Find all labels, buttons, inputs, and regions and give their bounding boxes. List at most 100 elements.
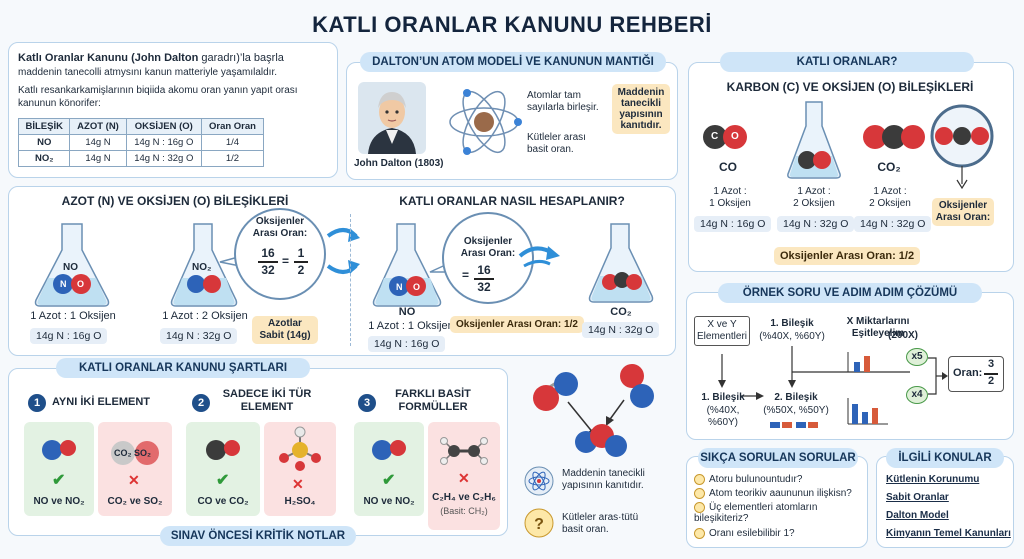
mid-mass: 14g N : 32g O bbox=[777, 216, 855, 232]
co-c-atom: C bbox=[711, 131, 719, 142]
faq-item[interactable]: Atoru bulunountudır? bbox=[694, 474, 802, 485]
ratio-bubble-2 bbox=[429, 212, 534, 304]
ornek-box1: X ve Y Elementleri bbox=[694, 316, 750, 346]
molecule-note2: Kütleler aras·tütü basit oran. bbox=[562, 512, 639, 535]
hesap-result: Oksijenler Arası Oran: 1/2 bbox=[450, 316, 584, 333]
bad-card bbox=[428, 422, 500, 530]
table-row: NO₂ 14g N 14g N : 32g O 1/2 bbox=[17, 150, 265, 167]
faq-item[interactable]: Oranı esilebilibir 1? bbox=[694, 528, 795, 539]
good-example: NO ve NO₂ bbox=[33, 496, 85, 507]
faq-text: Atoru bulunountudır? bbox=[709, 474, 803, 486]
co-o-atom: O bbox=[731, 131, 739, 142]
azot-mass1: 14g N : 16g O bbox=[30, 328, 108, 344]
ornek-step-title: X Miktarlarını Eşitleyelim bbox=[846, 316, 910, 339]
bubble2-eq: = bbox=[462, 268, 470, 282]
x4-badge bbox=[906, 386, 928, 404]
intro-heading: Katlı Oranlar Kanunu (John Dalton garadr… bbox=[18, 52, 284, 64]
table-header: OKSİJEN (O) bbox=[125, 118, 202, 135]
faq-text: Atom teorikiv aaununun ilişkisn? bbox=[709, 488, 852, 500]
bubble1-num2: 1 bbox=[297, 246, 305, 260]
hesap-co2-mass: 14g N : 32g O bbox=[582, 322, 660, 338]
bubble2-title: Oksijenler Arası Oran: bbox=[460, 236, 516, 259]
good-example: NO ve NO₂ bbox=[363, 496, 415, 507]
table-row: NO 14g N 14g N : 16g O 1/4 bbox=[17, 134, 265, 151]
magnifier-co2 bbox=[930, 104, 994, 190]
topic-link[interactable]: Sabit Oranlar bbox=[886, 492, 949, 503]
oran-den: 2 bbox=[987, 375, 995, 387]
bad-mol-label: CO₂ SO₂ bbox=[114, 448, 152, 458]
bubble1-den2: 2 bbox=[297, 263, 305, 277]
no-molecule-icon bbox=[42, 440, 76, 460]
ornek-header: ÖRNEK SORU VE ADIM ADIM ÇÖZÜMÜ bbox=[718, 283, 982, 303]
hesap-ratio: 1 Azot : 1 Oksijen bbox=[368, 320, 454, 332]
topic-link[interactable]: Kütlenin Korunumu bbox=[886, 474, 980, 485]
oran-label: Oran: bbox=[953, 367, 983, 379]
flask-no-hesap bbox=[372, 223, 442, 307]
intro-line3: Katlı resankarkamişlarının biqiida akomu… bbox=[18, 85, 298, 96]
question-icon bbox=[694, 488, 705, 499]
divider bbox=[350, 214, 351, 346]
c2h4-molecule-icon bbox=[440, 437, 488, 465]
topic-link[interactable]: Kimyanın Temel Kanunları bbox=[886, 528, 1011, 539]
condition-title: FARKLI BASİT FORMÜLLER bbox=[395, 388, 471, 413]
dalton-note: Maddenin tanecikli yapısının kanıtıdır. bbox=[612, 84, 670, 134]
co2-ratio: 1 Azot : 2 Oksijen bbox=[869, 186, 911, 209]
co-molecule-icon bbox=[206, 440, 240, 460]
hesap-title: KATLI ORANLAR NASIL HESAPLANIR? bbox=[399, 194, 625, 208]
azot-title: AZOT (N) VE OKSİJEN (O) BİLEŞİKLERİ bbox=[61, 194, 289, 208]
katli-flask bbox=[787, 101, 841, 179]
h2so4-molecule-icon bbox=[279, 426, 321, 471]
question-icon: ? bbox=[524, 508, 554, 538]
co2-label: CO₂ bbox=[877, 160, 901, 174]
x5-badge bbox=[906, 348, 928, 366]
sartlar-footer: SINAV ÖNCESİ KRİTİK NOTLAR bbox=[160, 526, 356, 546]
intro-line2: maddenin tanecolli atmysını kanun matter… bbox=[18, 67, 278, 78]
condition-title: AYNI İKİ ELEMENT bbox=[52, 396, 150, 408]
topic-link[interactable]: Dalton Model bbox=[886, 510, 949, 521]
question-icon bbox=[694, 528, 705, 539]
step-number: 1 bbox=[28, 394, 46, 412]
bubble1-title: Oksijenler Arası Oran: bbox=[252, 216, 308, 239]
flask-no-o: O bbox=[77, 279, 85, 289]
ratio-bubble bbox=[219, 208, 326, 300]
table-header: BİLEŞİK bbox=[17, 118, 71, 135]
good-example: CO ve CO₂ bbox=[197, 496, 249, 507]
table-cell: 14g N : 16g O bbox=[125, 134, 202, 151]
faq-item[interactable]: Atom teorikiv aaununun ilişkisn? bbox=[694, 488, 852, 499]
flow-arrows bbox=[718, 346, 910, 400]
check-icon: ✔ bbox=[216, 472, 230, 489]
table-cell: 14g N : 32g O bbox=[125, 150, 202, 167]
atom-icon bbox=[524, 466, 554, 496]
check-icon: ✔ bbox=[52, 472, 66, 489]
x5-label: x5 bbox=[911, 351, 923, 362]
flask3-o: O bbox=[413, 282, 421, 292]
ilgili-header: İLGİLİ KONULAR bbox=[886, 448, 1004, 468]
table-header: AZOT (N) bbox=[69, 118, 127, 135]
sss-panel bbox=[686, 456, 868, 548]
good-card bbox=[354, 422, 424, 516]
faq-text: Oranı esilebilibir 1? bbox=[709, 528, 795, 540]
ornek-box3-val: (%40X, %60Y) bbox=[706, 405, 740, 428]
page-title: KATLI ORANLAR KANUNU REHBERİ bbox=[312, 12, 712, 37]
intro-line4: kanunun könorifer: bbox=[18, 98, 101, 109]
mini-bars-icon bbox=[770, 422, 818, 428]
table-cell: 1/2 bbox=[200, 150, 265, 167]
table-cell: 14g N bbox=[69, 150, 127, 167]
bad-card bbox=[98, 422, 172, 516]
bad-example: CO₂ ve SO₂ bbox=[107, 496, 163, 507]
flask-no2 bbox=[170, 223, 238, 307]
faq-item[interactable]: Üç elementleri atomların bileşikiteriz? bbox=[694, 502, 817, 524]
dalton-point1: Atomlar tam sayılarla birleşir. bbox=[527, 90, 599, 113]
flask-no bbox=[34, 223, 110, 307]
co-mass: 14g N : 16g O bbox=[694, 216, 772, 232]
arrow-icon-2 bbox=[518, 246, 560, 268]
dalton-portrait bbox=[358, 82, 426, 154]
katli-side-note: Oksijenler Arası Oran: bbox=[932, 198, 994, 226]
oran-num: 3 bbox=[987, 358, 995, 370]
bubble1-num: 16 bbox=[261, 246, 275, 260]
hesap-mass: 14g N : 16g O bbox=[368, 336, 446, 352]
table-cell: NO bbox=[17, 134, 71, 151]
katli-result: Oksijenler Arası Oran: 1/2 bbox=[774, 247, 921, 265]
sartlar-header: KATLI ORANLAR KANUNU ŞARTLARI bbox=[56, 358, 310, 378]
dalton-caption: John Dalton (1803) bbox=[354, 158, 444, 169]
